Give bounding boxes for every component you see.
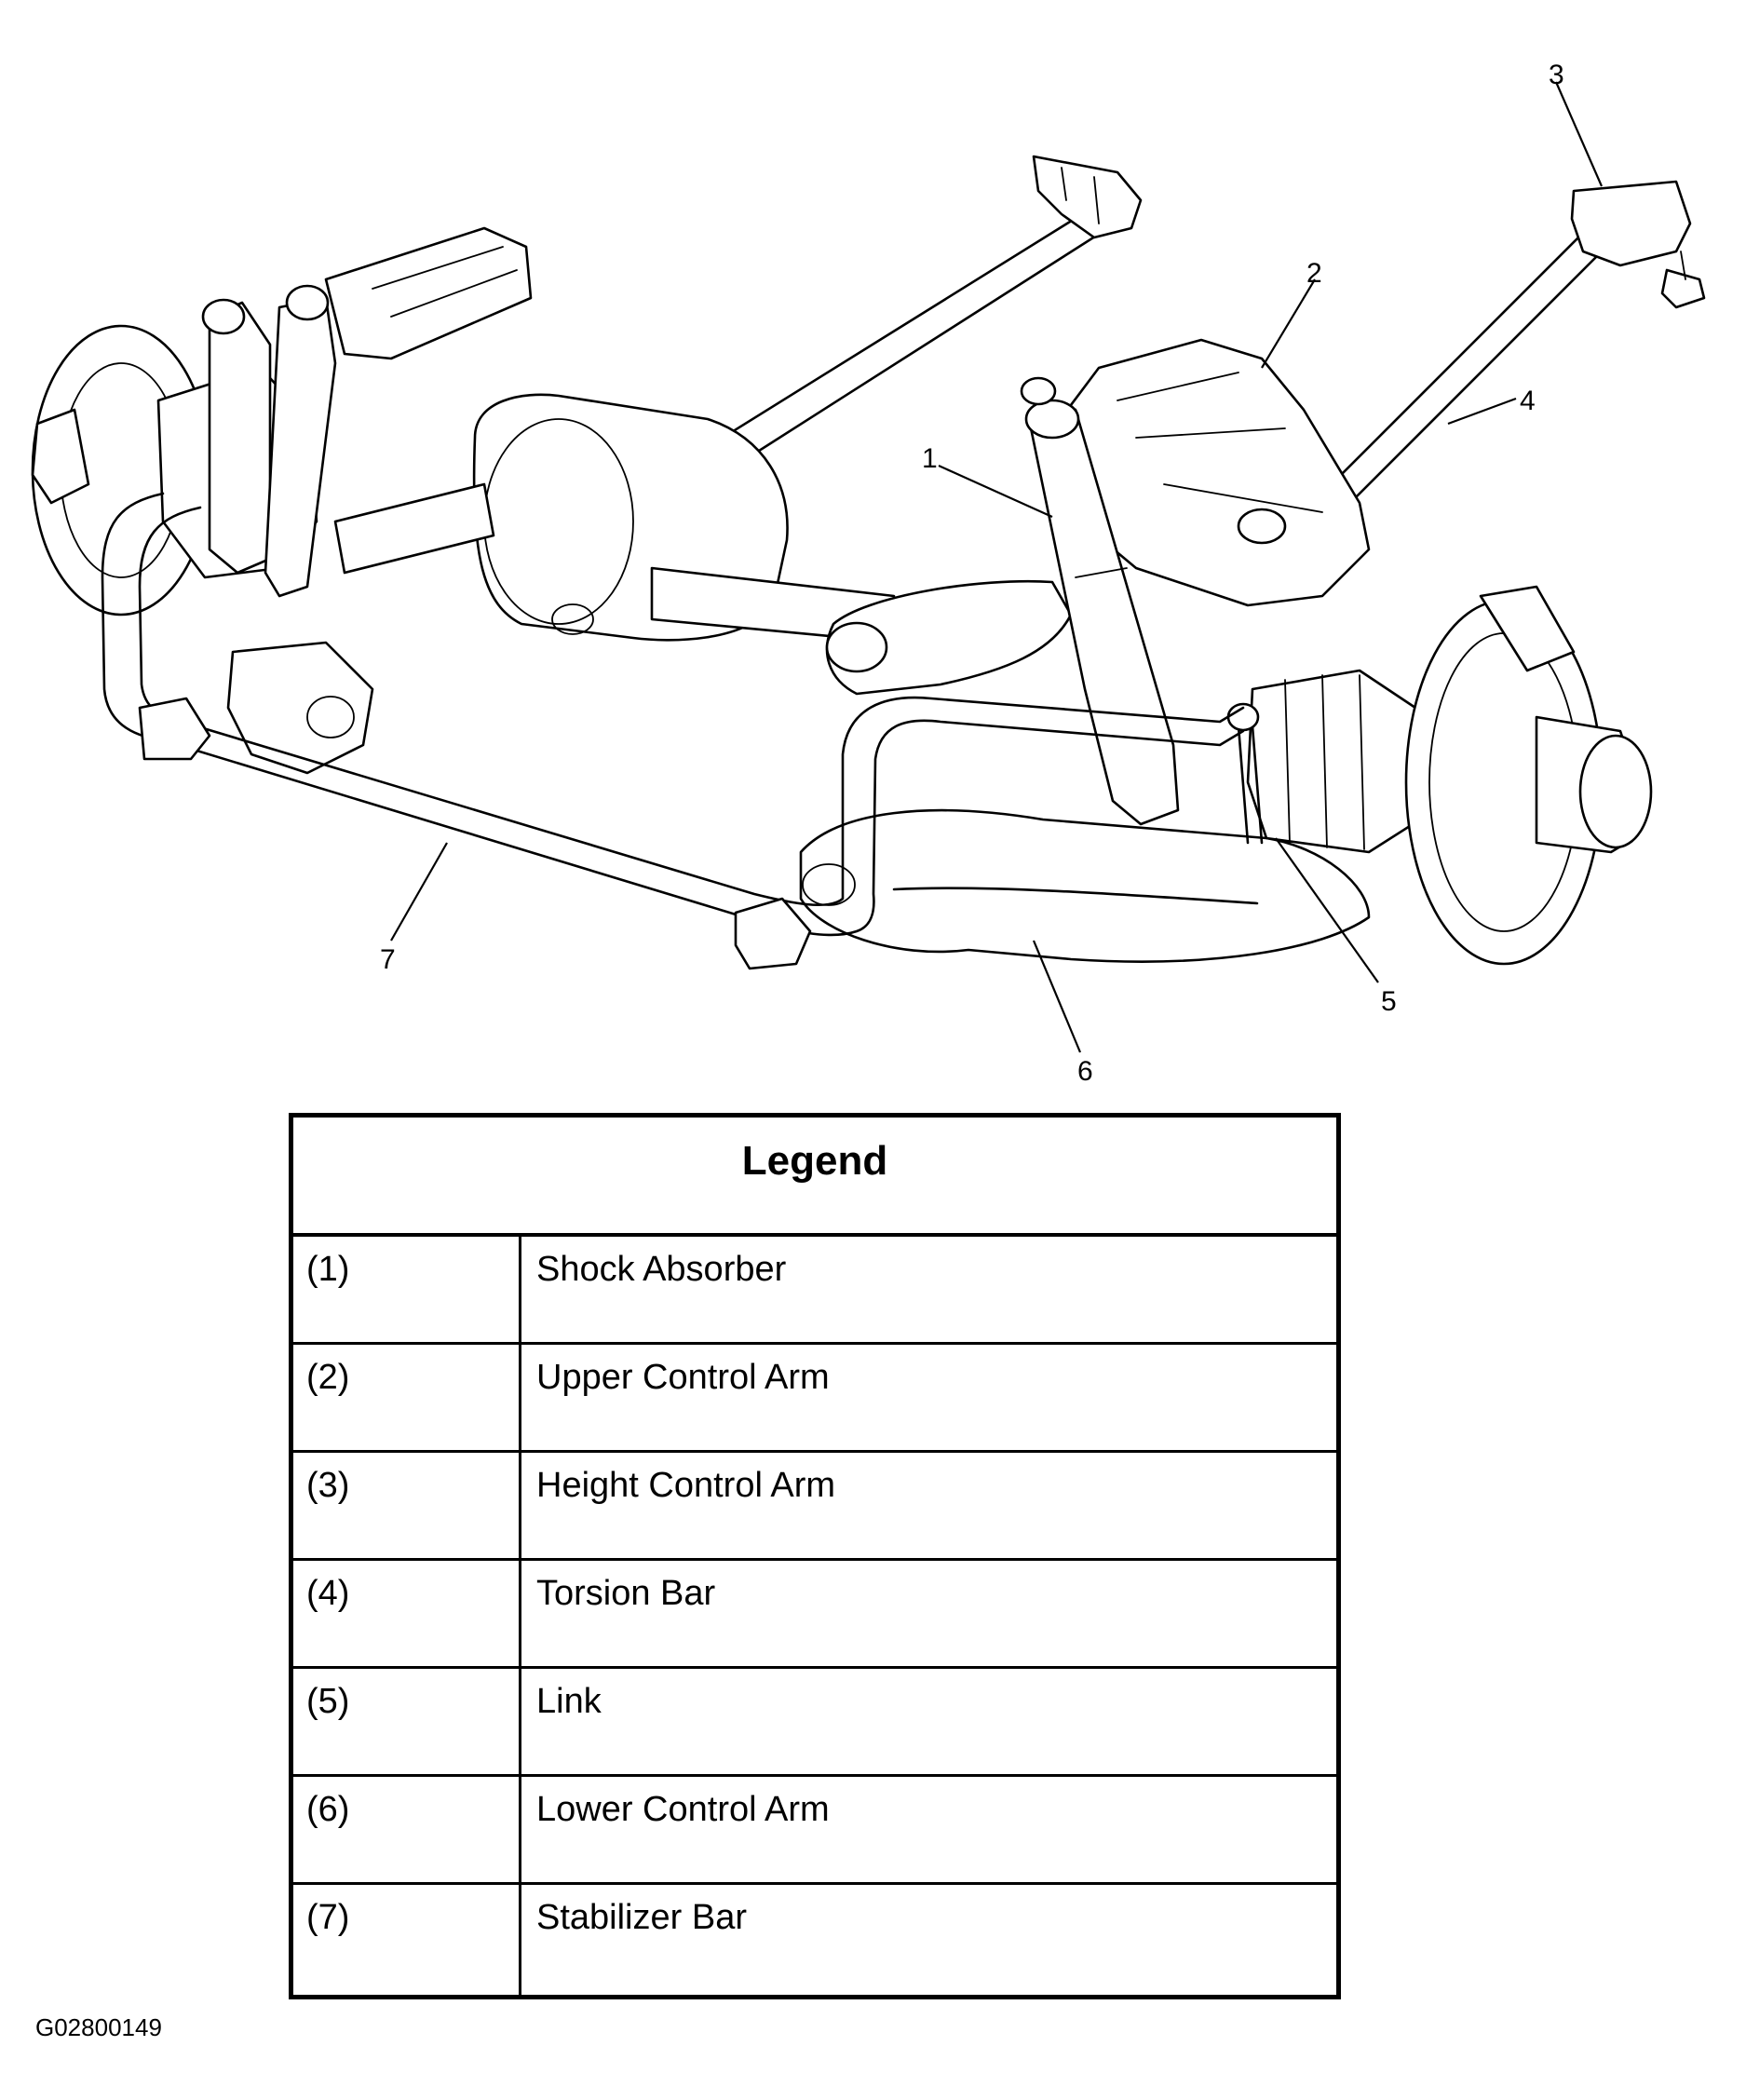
callout-7: 7 bbox=[380, 944, 396, 975]
legend-row: (7) Stabilizer Bar bbox=[293, 1885, 1336, 1995]
legend-description: Link bbox=[536, 1682, 602, 1721]
left-shocks bbox=[201, 226, 533, 598]
front-differential bbox=[333, 393, 900, 644]
legend-description: Height Control Arm bbox=[536, 1466, 836, 1505]
legend-title: Legend bbox=[293, 1118, 1336, 1237]
legend-table: Legend (1) Shock Absorber (2) Upper Cont… bbox=[289, 1113, 1341, 1999]
legend-description: Torsion Bar bbox=[536, 1574, 716, 1613]
callout-2: 2 bbox=[1306, 258, 1322, 289]
callout-leaders bbox=[390, 81, 1604, 1053]
legend-row: (2) Upper Control Arm bbox=[293, 1345, 1336, 1453]
suspension-diagram: 1 2 3 4 5 6 7 bbox=[31, 60, 1706, 1087]
legend-description: Shock Absorber bbox=[536, 1250, 787, 1289]
legend-row: (1) Shock Absorber bbox=[293, 1237, 1336, 1345]
legend-number: (1) bbox=[293, 1237, 521, 1342]
right-torsion-bar bbox=[1306, 180, 1706, 523]
legend-description: Upper Control Arm bbox=[536, 1358, 830, 1397]
legend-row: (5) Link bbox=[293, 1669, 1336, 1777]
legend-description: Stabilizer Bar bbox=[536, 1898, 747, 1937]
legend-number: (3) bbox=[293, 1453, 521, 1558]
legend-row: (6) Lower Control Arm bbox=[293, 1777, 1336, 1885]
stabilizer-link bbox=[1226, 702, 1264, 845]
left-torsion-bar bbox=[706, 155, 1143, 467]
legend-number: (7) bbox=[293, 1885, 521, 1995]
right-upper-control-arm bbox=[1041, 338, 1371, 607]
callout-5: 5 bbox=[1381, 986, 1397, 1017]
stabilizer-bar bbox=[101, 492, 1245, 970]
figure-id: G02800149 bbox=[35, 2013, 162, 2041]
legend-number: (5) bbox=[293, 1669, 521, 1774]
legend-number: (4) bbox=[293, 1561, 521, 1666]
legend-description: Lower Control Arm bbox=[536, 1790, 830, 1829]
right-hub-assembly bbox=[1246, 585, 1653, 966]
callout-4: 4 bbox=[1520, 386, 1536, 416]
legend-row: (3) Height Control Arm bbox=[293, 1453, 1336, 1561]
callout-1: 1 bbox=[922, 443, 938, 474]
callout-3: 3 bbox=[1549, 60, 1564, 90]
legend-row: (4) Torsion Bar bbox=[293, 1561, 1336, 1669]
callout-6: 6 bbox=[1077, 1056, 1093, 1087]
right-lower-control-arm bbox=[799, 579, 1371, 963]
legend-number: (6) bbox=[293, 1777, 521, 1882]
legend-number: (2) bbox=[293, 1345, 521, 1450]
right-shock-absorber bbox=[1020, 376, 1180, 826]
